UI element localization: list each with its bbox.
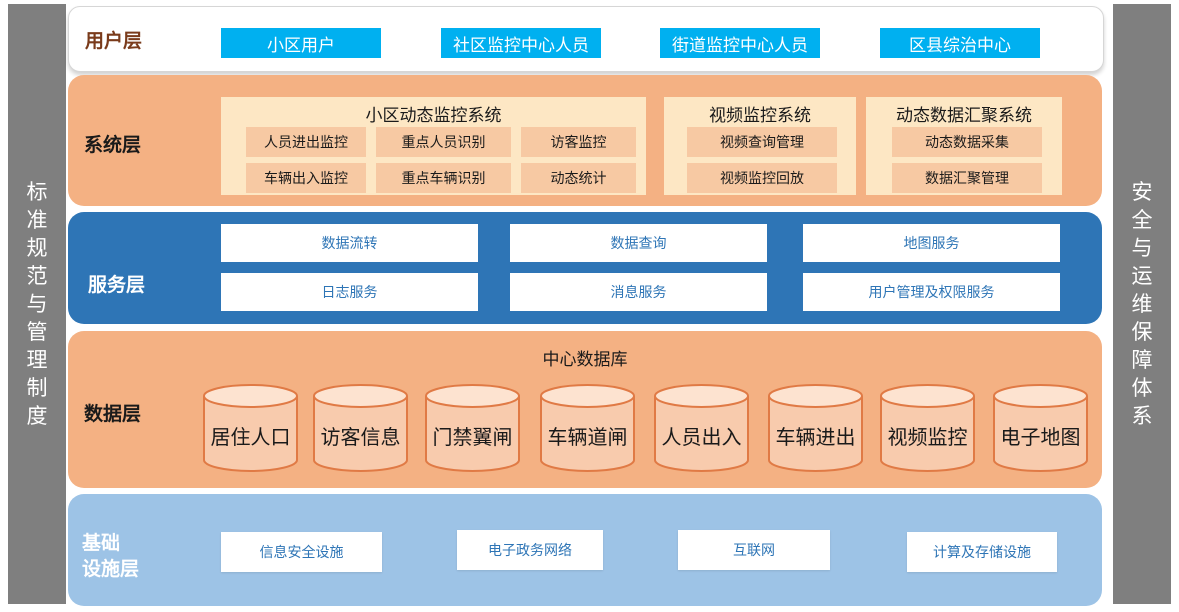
sys-item-key-person: 重点人员识别 [376,127,511,157]
system-layer: 系统层 小区动态监控系统 人员进出监控 重点人员识别 访客监控 车辆出入监控 重… [68,75,1102,206]
sys-item-data-collection: 动态数据采集 [892,127,1042,157]
infra-item-compute-storage: 计算及存储设施 [907,532,1057,572]
svc-item-data-query: 数据查询 [510,224,767,262]
service-layer-title: 服务层 [88,274,146,296]
user-item-community-staff: 社区监控中心人员 [441,28,601,58]
db-cylinder-video-surveillance: 视频监控 [879,383,976,473]
db-cylinder-vehicle-barriers: 车辆道闸 [539,383,636,473]
infrastructure-title-line2: 设施层 [82,558,140,580]
db-label: 门禁翼闸 [432,425,513,449]
db-label: 电子地图 [1000,425,1081,449]
svc-item-map-service: 地图服务 [803,224,1060,262]
db-label: 人员出入 [661,425,742,449]
sys-group-title: 视频监控系统 [709,106,811,126]
db-cylinder-vehicle-access: 车辆进出 [767,383,864,473]
system-layer-title: 系统层 [84,134,142,156]
svc-item-data-flow: 数据流转 [221,224,478,262]
infrastructure-layer-title: 基础 设施层 [82,530,139,582]
db-label: 居住人口 [210,425,291,449]
sys-item-key-vehicle: 重点车辆识别 [376,163,511,193]
sys-group-title: 动态数据汇聚系统 [896,106,1032,126]
sys-item-visitor: 访客监控 [521,127,636,157]
sys-item-dynamic-stats: 动态统计 [521,163,636,193]
user-layer: 用户层 小区用户 社区监控中心人员 街道监控中心人员 区县综治中心 [68,6,1104,72]
db-cylinder-visitors: 访客信息 [312,383,409,473]
sys-item-video-query: 视频查询管理 [687,127,837,157]
sys-item-data-aggregation-mgmt: 数据汇聚管理 [892,163,1042,193]
infra-item-egov-network: 电子政务网络 [457,530,603,570]
left-sidebar: 标准规范与管理制度 [8,4,66,604]
user-item-district-center: 区县综治中心 [880,28,1040,58]
svc-item-log-service: 日志服务 [221,273,478,311]
sys-group-video-monitoring: 视频监控系统 视频查询管理 视频监控回放 [664,97,856,195]
sys-item-vehicle-access: 车辆出入监控 [246,163,366,193]
right-sidebar-label: 安全与运维保障体系 [1131,180,1153,428]
db-label: 访客信息 [320,425,401,449]
db-label: 车辆道闸 [547,425,628,449]
db-label: 车辆进出 [775,425,856,449]
sys-item-video-playback: 视频监控回放 [687,163,837,193]
infrastructure-layer: 基础 设施层 信息安全设施 电子政务网络 互联网 计算及存储设施 [68,494,1102,606]
svc-item-user-permission: 用户管理及权限服务 [803,273,1060,311]
db-cylinder-residents: 居住人口 [202,383,299,473]
user-item-street-staff: 街道监控中心人员 [660,28,820,58]
svc-item-message-service: 消息服务 [510,273,767,311]
data-layer-title: 数据层 [84,403,142,425]
db-cylinder-access-gates: 门禁翼闸 [424,383,521,473]
user-layer-title: 用户层 [85,30,143,52]
right-sidebar: 安全与运维保障体系 [1113,4,1171,604]
central-database-title: 中心数据库 [542,350,628,370]
sys-group-community-monitoring: 小区动态监控系统 人员进出监控 重点人员识别 访客监控 车辆出入监控 重点车辆识… [221,97,646,195]
user-item-residents: 小区用户 [221,28,381,58]
db-cylinder-person-access: 人员出入 [653,383,750,473]
service-layer: 服务层 数据流转 数据查询 地图服务 日志服务 消息服务 用户管理及权限服务 [68,212,1102,324]
infra-item-internet: 互联网 [678,530,830,570]
sys-group-data-aggregation: 动态数据汇聚系统 动态数据采集 数据汇聚管理 [866,97,1062,195]
db-label: 视频监控 [887,425,968,449]
db-cylinder-electronic-map: 电子地图 [992,383,1089,473]
infrastructure-title-line1: 基础 [82,532,121,554]
infra-item-info-security: 信息安全设施 [221,532,382,572]
data-layer: 数据层 中心数据库 居住人口 访客信息 门禁翼闸 车辆道闸 人员出入 车辆进出 … [68,331,1102,488]
left-sidebar-label: 标准规范与管理制度 [26,180,48,428]
sys-item-person-access: 人员进出监控 [246,127,366,157]
sys-group-title: 小区动态监控系统 [365,106,502,126]
